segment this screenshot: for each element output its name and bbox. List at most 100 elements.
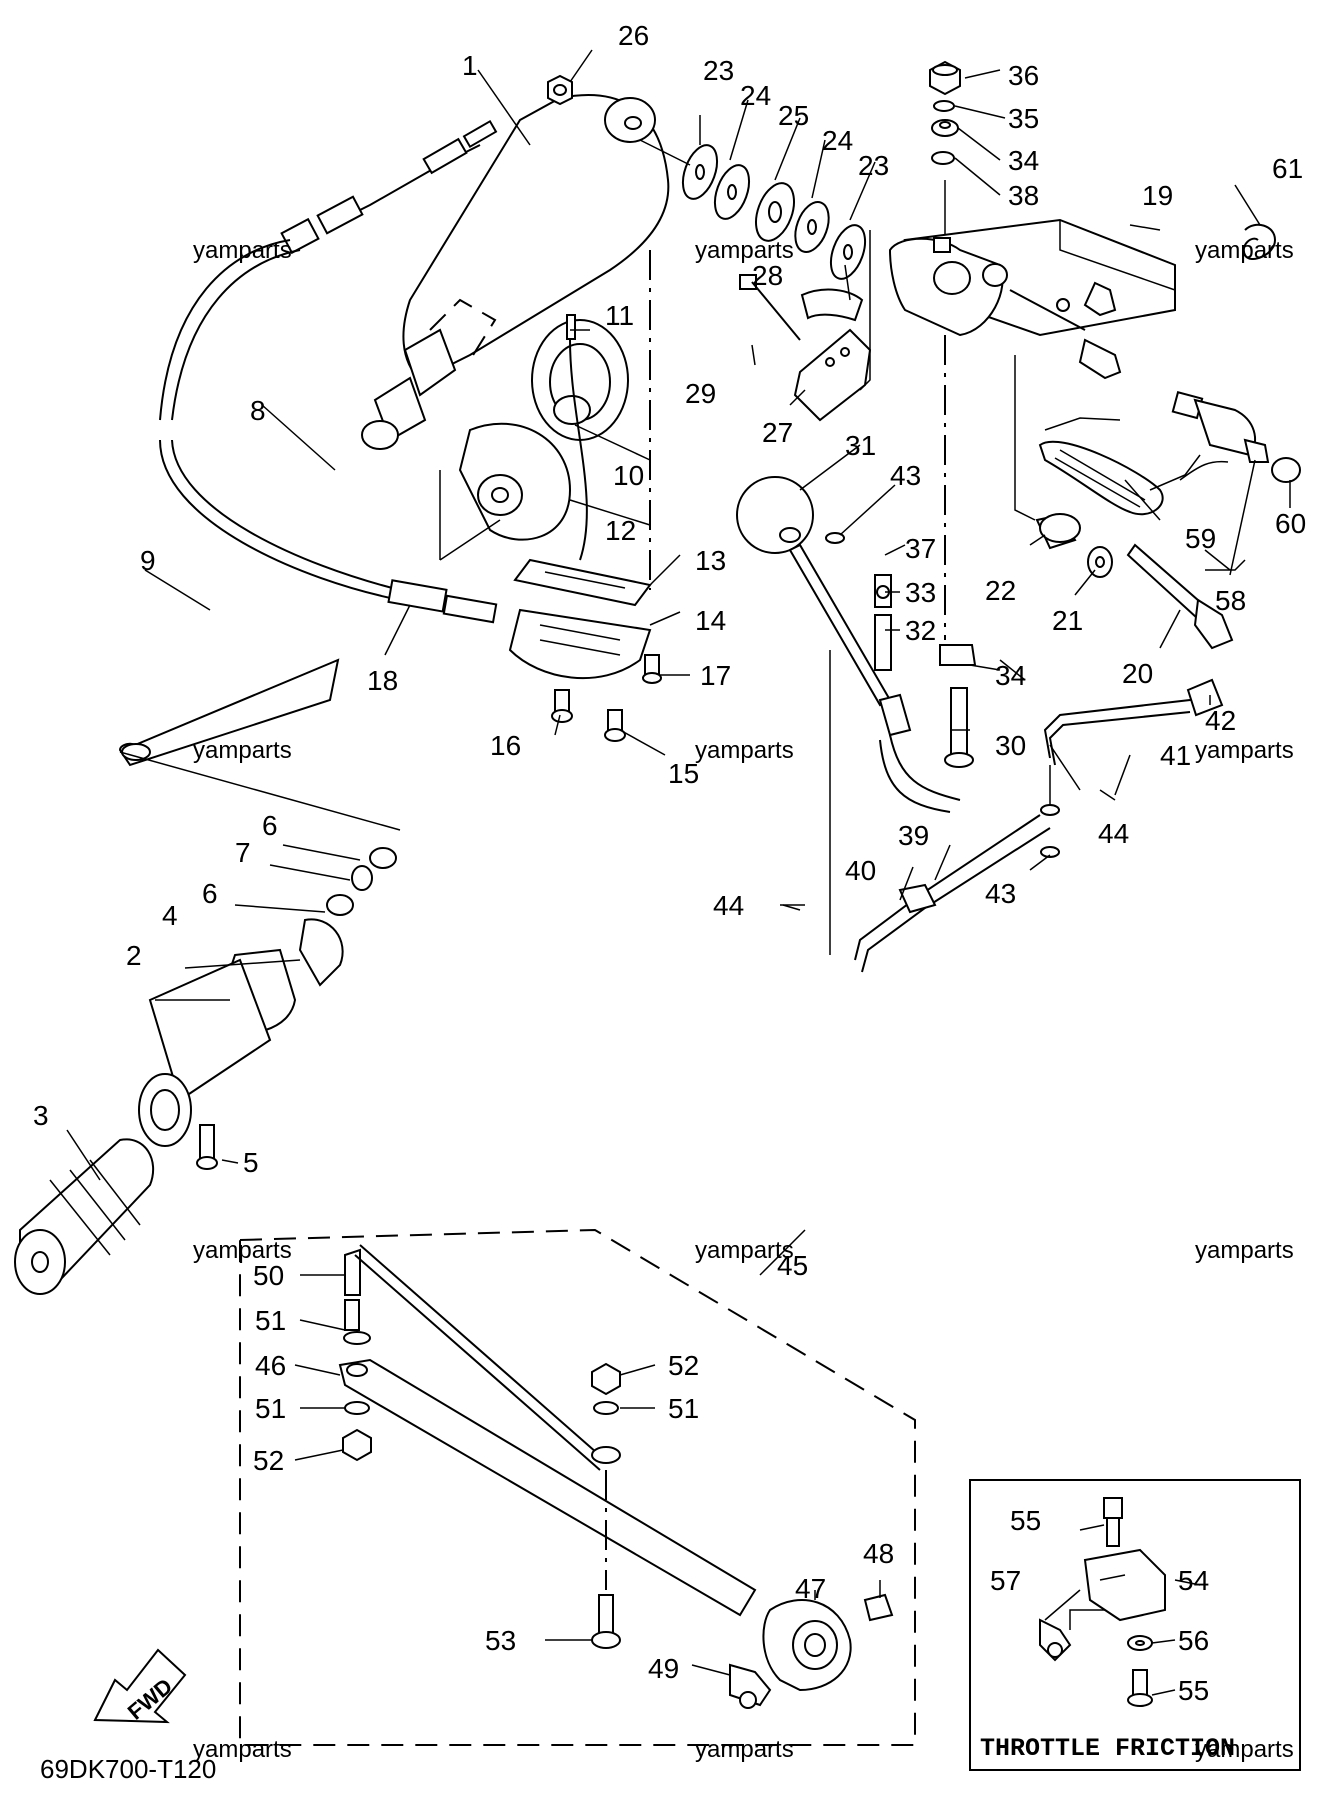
watermark: yamparts xyxy=(193,737,292,764)
part-label: 44 xyxy=(1098,818,1129,849)
part-label: 31 xyxy=(845,430,876,461)
part-label: 60 xyxy=(1275,508,1306,539)
leader-lines xyxy=(66,49,1291,1696)
part-label: 56 xyxy=(1178,1625,1209,1656)
part-label: 6 xyxy=(202,878,218,909)
part-label: 4 xyxy=(162,900,178,931)
part-label: 29 xyxy=(685,378,716,409)
grip-parts xyxy=(14,658,401,1295)
watermark: yamparts xyxy=(695,1237,794,1264)
bracket-27 xyxy=(739,230,872,422)
washers-23-24-25 xyxy=(639,139,867,280)
watermark: yamparts xyxy=(1195,1237,1294,1264)
part-label: 26 xyxy=(618,20,649,51)
part-label: 12 xyxy=(605,515,636,546)
part-label: 59 xyxy=(1185,523,1216,554)
part-label: 8 xyxy=(250,395,266,426)
part-label: 45 xyxy=(777,1250,808,1281)
tiller-handle xyxy=(361,94,670,450)
part-label: 42 xyxy=(1205,705,1236,736)
part-label: 46 xyxy=(255,1350,286,1381)
part-label: 43 xyxy=(890,460,921,491)
friction-gears xyxy=(439,314,629,561)
watermarks: yamparts yamparts yamparts yamparts yamp… xyxy=(193,237,1294,1763)
part-label: 50 xyxy=(253,1260,284,1291)
part-label: 52 xyxy=(668,1350,699,1381)
part-label: 51 xyxy=(255,1305,286,1336)
part-label: 52 xyxy=(253,1445,284,1476)
throttle-cable xyxy=(159,119,498,624)
watermark: yamparts xyxy=(1195,237,1294,264)
diagram-code: 69DK700-T120 xyxy=(40,1754,216,1784)
part-label: 55 xyxy=(1178,1675,1209,1706)
part-label: 3 xyxy=(33,1100,49,1131)
part-label: 23 xyxy=(703,55,734,86)
stop-switch-58-61 xyxy=(1009,223,1301,516)
part-label: 34 xyxy=(1008,145,1039,176)
throttle-friction-inset xyxy=(969,1479,1301,1771)
part-label: 53 xyxy=(485,1625,516,1656)
part-label: 55 xyxy=(1010,1505,1041,1536)
part-label: 15 xyxy=(668,758,699,789)
part-label: 51 xyxy=(668,1393,699,1424)
nut-stack-34-38 xyxy=(929,60,961,640)
throttle-lever-31 xyxy=(736,476,977,813)
part-label: 11 xyxy=(605,300,634,331)
part-label: 58 xyxy=(1215,585,1246,616)
part-label: 51 xyxy=(255,1393,286,1424)
fwd-arrow-icon: FWD xyxy=(93,1648,187,1725)
part-label: 7 xyxy=(235,837,251,868)
part-number-labels: 1 2 3 4 5 6 6 7 8 9 10 11 12 13 14 15 16… xyxy=(33,20,1306,1706)
part-label: 41 xyxy=(1160,740,1191,771)
part-label: 28 xyxy=(752,260,783,291)
part-label: 54 xyxy=(1178,1565,1209,1596)
part-label: 19 xyxy=(1142,180,1173,211)
nut-26 xyxy=(547,74,573,106)
watermark: yamparts xyxy=(1195,737,1294,764)
part-label: 44 xyxy=(713,890,744,921)
part-label: 30 xyxy=(995,730,1026,761)
part-label: 61 xyxy=(1272,153,1303,184)
part-label: 25 xyxy=(778,100,809,131)
part-label: 47 xyxy=(795,1573,826,1604)
part-label: 35 xyxy=(1008,103,1039,134)
bracket-plates xyxy=(508,250,652,680)
part-label: 24 xyxy=(740,80,771,111)
part-label: 33 xyxy=(905,577,936,608)
part-label: 5 xyxy=(243,1147,259,1178)
link-rods-39-42 xyxy=(782,650,1224,973)
part-label: 21 xyxy=(1052,605,1083,636)
part-label: 10 xyxy=(613,460,644,491)
part-label: 57 xyxy=(990,1565,1021,1596)
part-label: 27 xyxy=(762,417,793,448)
part-label: 43 xyxy=(985,878,1016,909)
part-label: 6 xyxy=(262,810,278,841)
part-label: 39 xyxy=(898,820,929,851)
part-label: 34 xyxy=(995,660,1026,691)
part-label: 20 xyxy=(1122,658,1153,689)
part-label: 32 xyxy=(905,615,936,646)
watermark: yamparts xyxy=(695,1736,794,1763)
friction-assembly-45 xyxy=(239,1228,916,1746)
watermark: yamparts xyxy=(193,237,292,264)
watermark: yamparts xyxy=(695,237,794,264)
part-label: 1 xyxy=(462,50,478,81)
part-label: 18 xyxy=(367,665,398,696)
part-label: 49 xyxy=(648,1653,679,1684)
part-label: 24 xyxy=(822,125,853,156)
part-label: 48 xyxy=(863,1538,894,1569)
part-label: 14 xyxy=(695,605,726,636)
inset-title: THROTTLE FRICTION xyxy=(980,1734,1235,1763)
part-label: 36 xyxy=(1008,60,1039,91)
bolt-20-22 xyxy=(999,355,1234,681)
watermark: yamparts xyxy=(193,1237,292,1264)
part-label: 9 xyxy=(140,545,156,576)
part-label: 2 xyxy=(126,940,142,971)
part-label: 40 xyxy=(845,855,876,886)
part-label: 16 xyxy=(490,730,521,761)
part-label: 23 xyxy=(858,150,889,181)
watermark: yamparts xyxy=(1195,1736,1294,1763)
watermark: yamparts xyxy=(695,737,794,764)
part-label: 22 xyxy=(985,575,1016,606)
